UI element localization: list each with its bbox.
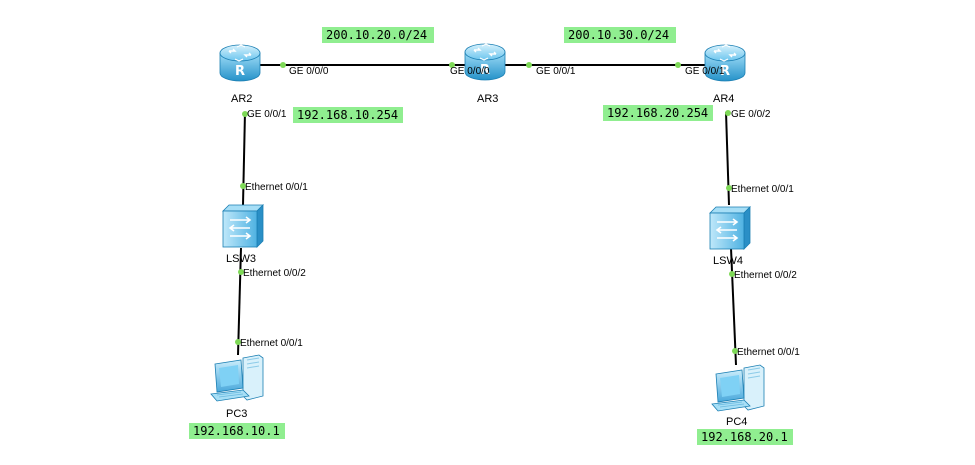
port-dot[interactable] bbox=[675, 62, 681, 68]
device-label: AR3 bbox=[477, 93, 498, 105]
ip-tag-ar4-lan: 192.168.20.254 bbox=[603, 105, 713, 121]
device-ar4[interactable]: AR4 bbox=[704, 44, 746, 105]
port-dot[interactable] bbox=[240, 183, 246, 189]
device-ar2[interactable]: AR2 bbox=[219, 44, 261, 105]
port-dot[interactable] bbox=[725, 110, 731, 116]
port-dot[interactable] bbox=[726, 185, 732, 191]
port-dot[interactable] bbox=[242, 111, 248, 117]
pc-icon bbox=[210, 354, 264, 402]
port-label-ar3-ge001: GE 0/0/1 bbox=[536, 66, 576, 77]
port-label-ar4-ge001: GE 0/0/1 bbox=[685, 66, 725, 77]
port-label-lsw3-eth001: Ethernet 0/0/1 bbox=[245, 182, 308, 193]
network-tag-ar3-ar4: 200.10.30.0/24 bbox=[564, 27, 676, 43]
network-tag-ar2-ar3: 200.10.20.0/24 bbox=[322, 27, 434, 43]
device-label: PC3 bbox=[226, 408, 247, 420]
switch-icon bbox=[222, 204, 264, 248]
port-label-pc3-eth001: Ethernet 0/0/1 bbox=[240, 338, 303, 349]
device-pc4[interactable]: PC4 bbox=[711, 364, 765, 428]
port-label-ar2-ge001: GE 0/0/1 bbox=[247, 109, 287, 120]
device-pc3[interactable]: PC3 bbox=[210, 354, 264, 420]
port-label-ar2-ge000: GE 0/0/0 bbox=[289, 66, 329, 77]
port-dot[interactable] bbox=[235, 339, 241, 345]
ip-tag-text: 192.168.20.1 bbox=[701, 430, 788, 444]
port-dots bbox=[235, 62, 738, 354]
pc-icon bbox=[711, 364, 765, 412]
device-lsw3[interactable]: LSW3 bbox=[222, 204, 264, 265]
link-ar2-lsw3[interactable] bbox=[242, 111, 246, 206]
router-icon bbox=[219, 44, 261, 82]
device-label: AR2 bbox=[231, 93, 252, 105]
link-ar4-lsw4[interactable] bbox=[725, 111, 730, 206]
device-label: LSW3 bbox=[226, 253, 256, 265]
port-dot[interactable] bbox=[280, 62, 286, 68]
port-dot[interactable] bbox=[729, 271, 735, 277]
network-tag-text: 200.10.20.0/24 bbox=[326, 28, 427, 42]
network-tag-text: 200.10.30.0/24 bbox=[568, 28, 669, 42]
ip-tag-text: 192.168.20.254 bbox=[607, 106, 708, 120]
port-label-lsw3-eth002: Ethernet 0/0/2 bbox=[243, 268, 306, 279]
port-dot[interactable] bbox=[526, 62, 532, 68]
port-label-pc4-eth001: Ethernet 0/0/1 bbox=[737, 347, 800, 358]
device-lsw4[interactable]: LSW4 bbox=[709, 206, 751, 267]
switch-icon bbox=[709, 206, 751, 250]
port-label-lsw4-eth002: Ethernet 0/0/2 bbox=[734, 270, 797, 281]
port-label-ar4-ge002: GE 0/0/2 bbox=[731, 109, 771, 120]
ip-tag-ar2-lan: 192.168.10.254 bbox=[293, 107, 403, 123]
ip-tag-text: 192.168.10.1 bbox=[193, 424, 280, 438]
port-label-lsw4-eth001: Ethernet 0/0/1 bbox=[731, 184, 794, 195]
device-ar3[interactable]: AR3 bbox=[464, 43, 506, 105]
device-label: LSW4 bbox=[713, 255, 743, 267]
port-dot[interactable] bbox=[238, 269, 244, 275]
port-label-ar3-ge000: GE 0/0/0 bbox=[450, 66, 490, 77]
link-lsw4-pc4[interactable] bbox=[730, 247, 737, 366]
ip-tag-pc4: 192.168.20.1 bbox=[697, 429, 793, 445]
ip-tag-text: 192.168.10.254 bbox=[297, 108, 398, 122]
port-dot[interactable] bbox=[732, 348, 738, 354]
device-label: AR4 bbox=[713, 93, 734, 105]
link-lsw3-pc3[interactable] bbox=[237, 247, 242, 356]
device-label: PC4 bbox=[726, 416, 747, 428]
ip-tag-pc3: 192.168.10.1 bbox=[189, 423, 285, 439]
port-dot[interactable] bbox=[449, 62, 455, 68]
